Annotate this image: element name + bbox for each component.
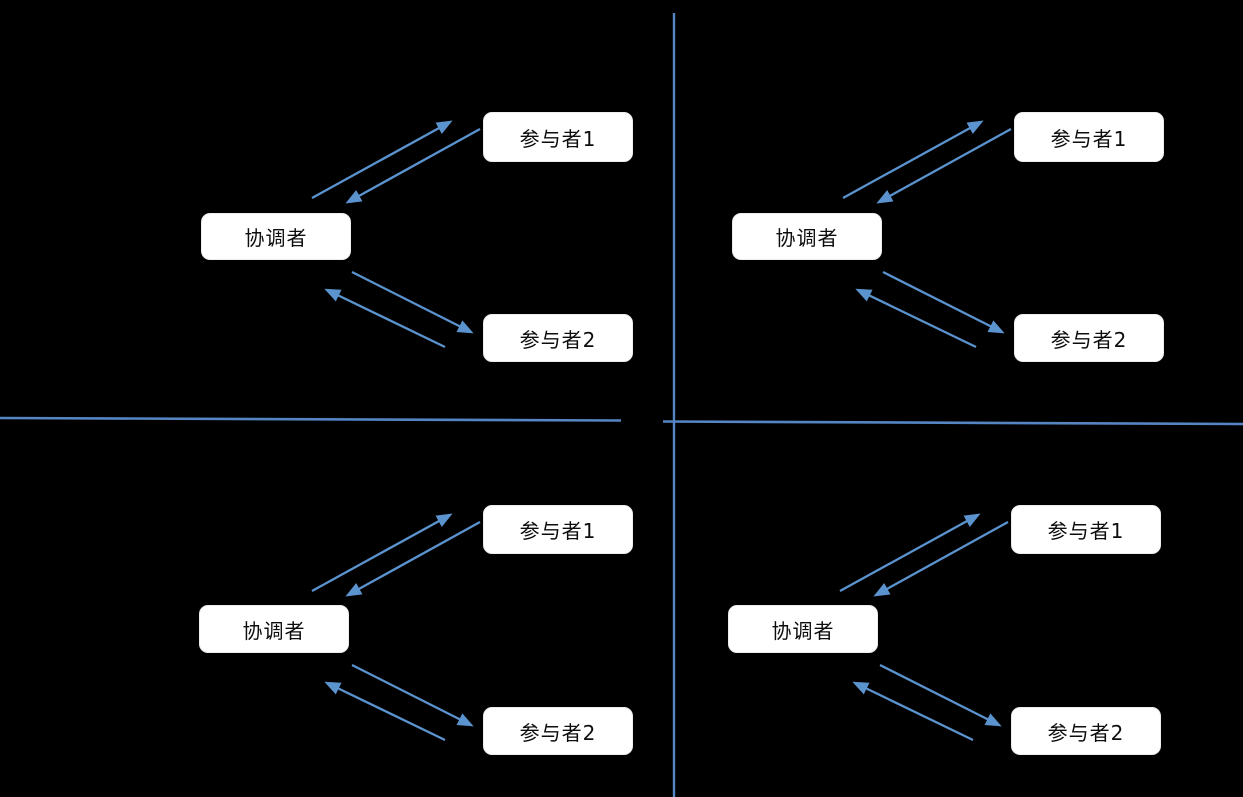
participant1-label: 参与者1 xyxy=(1047,519,1125,543)
participant2-label: 参与者2 xyxy=(519,327,597,352)
participant1-node-bottom-left: 参与者1 xyxy=(483,505,633,554)
participant2-node-top-right: 参与者2 xyxy=(1014,314,1164,362)
participant1-node-top-left: 参与者1 xyxy=(483,112,633,162)
participant1-node-top-right: 参与者1 xyxy=(1014,112,1164,162)
coordinator-node-bottom-left: 协调者 xyxy=(199,605,349,653)
coordinator-label: 协调者 xyxy=(244,226,308,250)
coordinator-label: 协调者 xyxy=(775,226,839,250)
participant2-node-top-left: 参与者2 xyxy=(483,314,633,362)
coordinator-node-top-right: 协调者 xyxy=(732,213,882,260)
participant2-label: 参与者2 xyxy=(1047,720,1125,745)
participant1-label: 参与者1 xyxy=(519,519,597,543)
participant1-label: 参与者1 xyxy=(519,126,597,151)
participant2-node-bottom-right: 参与者2 xyxy=(1011,707,1161,755)
coordinator-label: 协调者 xyxy=(242,618,306,643)
participant2-label: 参与者2 xyxy=(1050,327,1128,352)
participant2-label: 参与者2 xyxy=(519,720,597,745)
participant2-node-bottom-left: 参与者2 xyxy=(483,707,633,755)
coordinator-node-top-left: 协调者 xyxy=(201,213,351,260)
coordinator-node-bottom-right: 协调者 xyxy=(728,605,878,653)
participant1-label: 参与者1 xyxy=(1050,126,1128,151)
participant1-node-bottom-right: 参与者1 xyxy=(1011,505,1161,554)
horizontal-divider-line-right xyxy=(662,420,1243,426)
coordinator-label: 协调者 xyxy=(771,618,835,643)
horizontal-divider-line-left xyxy=(0,416,622,422)
